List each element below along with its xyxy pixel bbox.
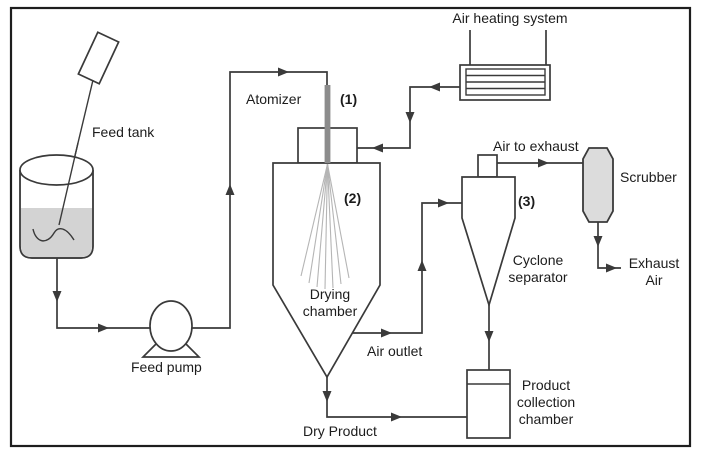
pipe-pump-to-atomizer xyxy=(190,71,328,329)
feed-tank-label: Feed tank xyxy=(92,124,155,140)
atomizer-label: Atomizer xyxy=(246,91,302,107)
air-to-exhaust-label: Air to exhaust xyxy=(493,138,579,154)
flow-arrow-right xyxy=(278,67,289,77)
flow-arrow-right xyxy=(606,263,617,273)
flow-arrow-down xyxy=(593,236,603,247)
air-heating-system-label: Air heating system xyxy=(452,10,568,26)
flow-arrow-up xyxy=(417,260,427,271)
diagram-border xyxy=(9,6,692,448)
flow-arrow-down xyxy=(405,112,415,123)
cyclone-outlet-duct xyxy=(477,154,498,178)
flow-arrow-left xyxy=(372,143,383,153)
air-outlet-label: Air outlet xyxy=(367,343,423,359)
scrubber-vessel xyxy=(582,147,614,223)
flow-arrows xyxy=(52,67,617,422)
exhaust-air-label: Exhaust Air xyxy=(628,255,680,288)
flow-arrow-left xyxy=(429,82,440,92)
dry-product-label: Dry Product xyxy=(303,423,377,439)
feed-pump-label: Feed pump xyxy=(131,359,202,375)
pipe-dry-product xyxy=(326,377,467,418)
drying-chamber-label: Drying chamber xyxy=(302,286,358,319)
flow-arrow-right xyxy=(391,412,402,422)
flow-arrow-right xyxy=(381,328,392,338)
cyclone-separator-label: Cyclone separator xyxy=(508,252,568,285)
scrubber-label: Scrubber xyxy=(620,169,677,185)
flow-arrow-down xyxy=(322,391,332,402)
flow-arrow-right xyxy=(538,158,549,168)
marker-3-label: (3) xyxy=(518,193,536,209)
flow-arrow-down xyxy=(484,331,494,342)
feed-tank-liquid xyxy=(21,208,92,257)
product-collection-chamber-label: Product collection chamber xyxy=(516,377,576,427)
feed-tank-rim xyxy=(19,154,94,186)
feed-pump-casing xyxy=(149,300,193,352)
marker-2-label: (2) xyxy=(344,190,362,206)
agitator-motor xyxy=(77,31,120,85)
agitator-impeller xyxy=(32,228,75,242)
marker-1-label: (1) xyxy=(340,91,358,107)
drying-chamber-body xyxy=(272,162,381,379)
atomizer-shaft xyxy=(324,85,331,163)
flow-arrow-right xyxy=(438,198,449,208)
product-collection-chamber-body xyxy=(466,369,511,439)
pipe-scrubber-exhaust xyxy=(597,222,621,269)
cyclone-body xyxy=(461,176,516,308)
flow-arrow-right xyxy=(98,323,109,333)
pipe-tank-to-pump xyxy=(56,258,152,329)
feed-tank-outline xyxy=(19,170,94,259)
agitator-shaft-lower xyxy=(58,142,79,226)
flow-arrow-down xyxy=(52,291,62,302)
spray-fan xyxy=(300,163,350,290)
flow-arrow-up xyxy=(225,184,235,195)
